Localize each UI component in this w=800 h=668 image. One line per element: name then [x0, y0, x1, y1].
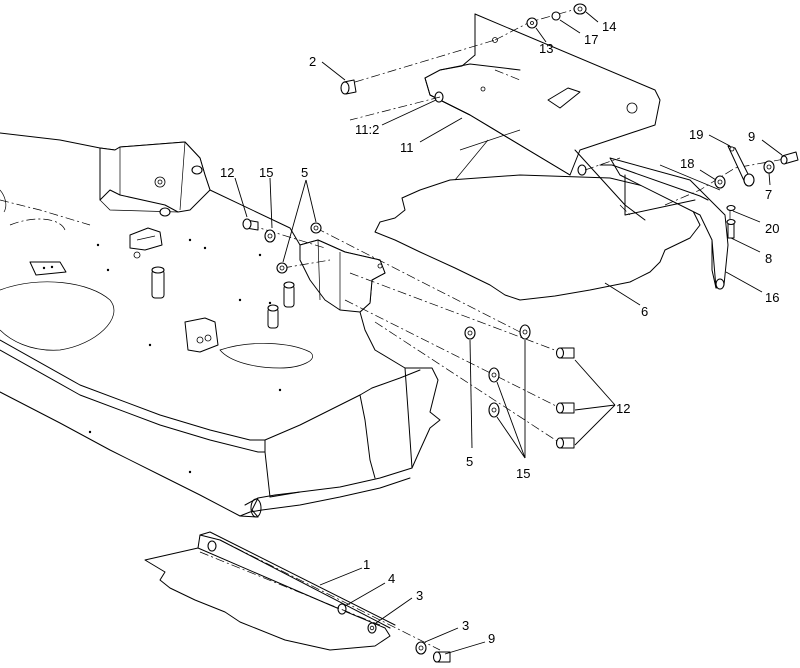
callout-16: 16 [765, 290, 779, 305]
callout-3-bottom: 3 [462, 618, 469, 633]
callout-2: 2 [309, 54, 316, 69]
callout-12-top: 12 [220, 165, 234, 180]
callout-9-top: 9 [748, 129, 755, 144]
callout-17: 17 [584, 32, 598, 47]
deflector-bracket-11 [424, 13, 661, 176]
callout-15-top: 15 [259, 165, 273, 180]
callout-6: 6 [641, 304, 648, 319]
callout-5-bottom: 5 [466, 454, 473, 469]
callout-11-2: 11:2 [355, 122, 379, 137]
leader-lines [234, 11, 783, 655]
callout-18: 18 [680, 156, 694, 171]
callout-20: 20 [765, 221, 779, 236]
bottom-plate-1 [144, 531, 396, 651]
callout-12-right: 12 [616, 401, 630, 416]
callout-1: 1 [363, 557, 370, 572]
callouts: 14 17 13 2 11:2 11 19 9 18 7 20 8 16 6 1… [220, 19, 779, 646]
callout-19: 19 [689, 127, 703, 142]
callout-15-bottom: 15 [516, 466, 530, 481]
callout-9-bottom: 9 [488, 631, 495, 646]
callout-11: 11 [400, 140, 414, 155]
callout-14: 14 [602, 19, 616, 34]
callout-5-top: 5 [301, 165, 308, 180]
callout-13: 13 [539, 41, 553, 56]
hardware [242, 3, 799, 663]
mower-deck [0, 132, 441, 518]
callout-3-top: 3 [416, 588, 423, 603]
callout-7: 7 [765, 187, 772, 202]
callout-4: 4 [388, 571, 395, 586]
callout-8: 8 [765, 251, 772, 266]
